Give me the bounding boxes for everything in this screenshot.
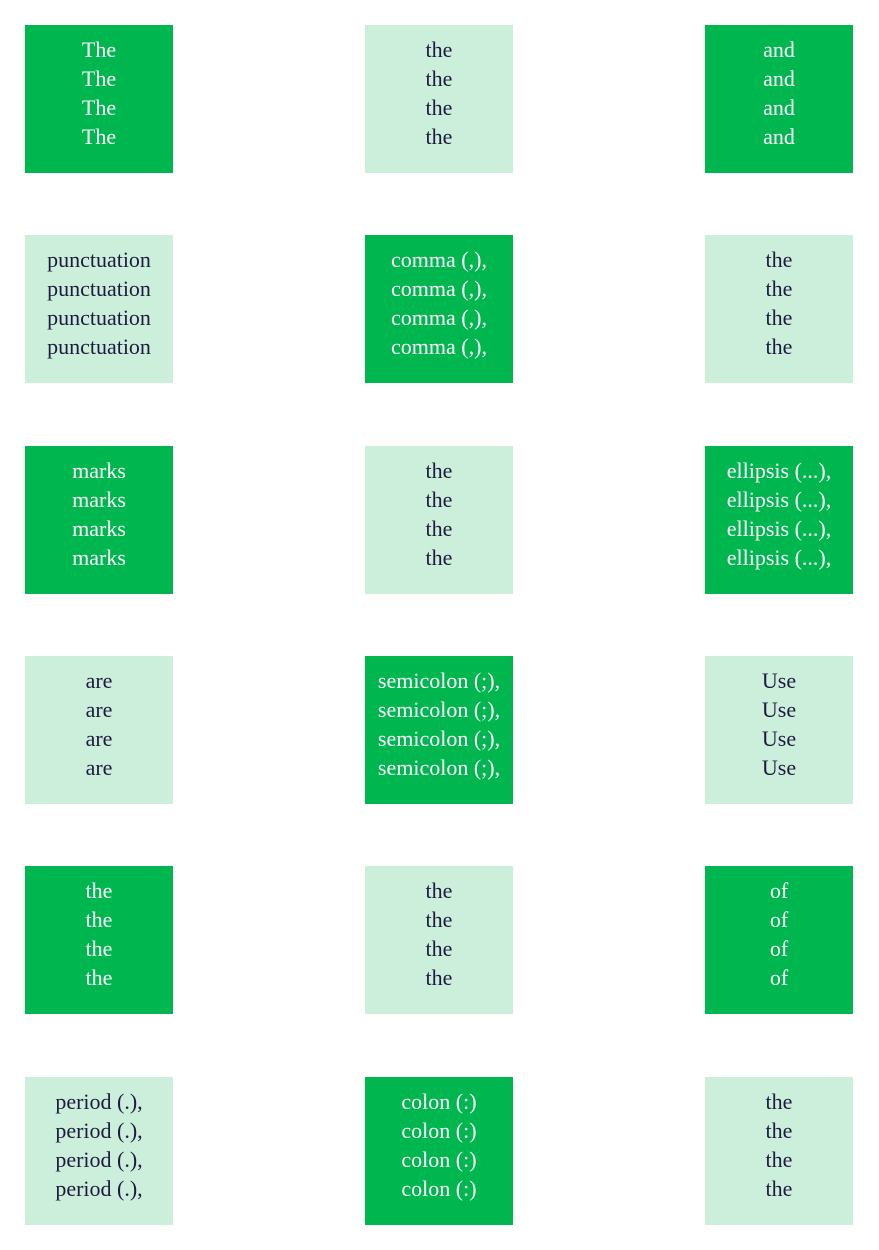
word-tile: the the the the — [705, 235, 853, 383]
tile-word: the — [85, 936, 113, 961]
tile-word: are — [85, 697, 113, 722]
tile-word: marks — [72, 458, 126, 483]
word-tile: Use Use Use Use — [705, 656, 853, 804]
tile-word: the — [425, 878, 453, 903]
tile-word: colon (:) — [401, 1176, 477, 1201]
tile-word: the — [85, 965, 113, 990]
tile-word: the — [425, 545, 453, 570]
tile-word: the — [425, 936, 453, 961]
tile-word: the — [425, 37, 453, 62]
tile-word: ellipsis (...), — [726, 516, 832, 541]
tile-word: and — [763, 124, 795, 149]
tile-word: of — [769, 907, 789, 932]
word-tile: of of of of — [705, 866, 853, 1014]
tile-word: the — [765, 1089, 793, 1114]
tile-word: marks — [72, 487, 126, 512]
tile-word: the — [425, 965, 453, 990]
tile-word: ellipsis (...), — [726, 487, 832, 512]
tile-word: Use — [761, 755, 797, 780]
tile-word: comma (,), — [391, 276, 487, 301]
tile-word: ellipsis (...), — [726, 458, 832, 483]
word-tile: the the the the — [365, 866, 513, 1014]
tile-word: are — [85, 668, 113, 693]
tile-word: colon (:) — [401, 1089, 477, 1114]
tile-word: semicolon (;), — [377, 668, 501, 693]
tile-word: The — [81, 124, 117, 149]
tile-word: punctuation — [47, 334, 151, 359]
tile-word: the — [425, 124, 453, 149]
word-tile: comma (,), comma (,), comma (,), comma (… — [365, 235, 513, 383]
tile-word: semicolon (;), — [377, 697, 501, 722]
tile-word: period (.), — [55, 1176, 143, 1201]
word-tile: semicolon (;), semicolon (;), semicolon … — [365, 656, 513, 804]
tile-word: the — [425, 458, 453, 483]
tile-word: the — [425, 66, 453, 91]
tile-word: of — [769, 878, 789, 903]
tile-word: The — [81, 66, 117, 91]
tile-word: semicolon (;), — [377, 755, 501, 780]
tile-word: the — [765, 247, 793, 272]
tile-word: are — [85, 755, 113, 780]
tile-word: the — [765, 334, 793, 359]
tile-word: the — [765, 276, 793, 301]
word-tile: colon (:) colon (:) colon (:) colon (:) — [365, 1077, 513, 1225]
tile-word: of — [769, 965, 789, 990]
tile-word: punctuation — [47, 247, 151, 272]
tile-word: the — [425, 95, 453, 120]
tile-word: marks — [72, 516, 126, 541]
tile-word: the — [765, 1147, 793, 1172]
word-tile: the the the the — [25, 866, 173, 1014]
tile-word: of — [769, 936, 789, 961]
tile-word: punctuation — [47, 276, 151, 301]
word-tile: the the the the — [705, 1077, 853, 1225]
word-tile: the the the the — [365, 25, 513, 173]
word-tile: marks marks marks marks — [25, 446, 173, 594]
tile-word: period (.), — [55, 1147, 143, 1172]
word-tile: The The The The — [25, 25, 173, 173]
tile-word: colon (:) — [401, 1147, 477, 1172]
tile-word: comma (,), — [391, 305, 487, 330]
tile-word: comma (,), — [391, 247, 487, 272]
tile-word: The — [81, 95, 117, 120]
tile-word: comma (,), — [391, 334, 487, 359]
tile-word: the — [765, 305, 793, 330]
tile-word: Use — [761, 668, 797, 693]
tile-word: Use — [761, 697, 797, 722]
tile-word: the — [425, 907, 453, 932]
tile-word: the — [425, 516, 453, 541]
tile-word: Use — [761, 726, 797, 751]
word-tile: the the the the — [365, 446, 513, 594]
word-tile: punctuation punctuation punctuation punc… — [25, 235, 173, 383]
tile-word: the — [765, 1118, 793, 1143]
tile-word: semicolon (;), — [377, 726, 501, 751]
tile-word: the — [425, 487, 453, 512]
tile-word: marks — [72, 545, 126, 570]
tile-word: and — [763, 37, 795, 62]
tile-word: and — [763, 66, 795, 91]
word-tile: and and and and — [705, 25, 853, 173]
tile-word: punctuation — [47, 305, 151, 330]
tile-word: the — [85, 878, 113, 903]
word-tile: are are are are — [25, 656, 173, 804]
tile-word: and — [763, 95, 795, 120]
tile-word: The — [81, 37, 117, 62]
word-tile: period (.), period (.), period (.), peri… — [25, 1077, 173, 1225]
tile-word: are — [85, 726, 113, 751]
tile-word: the — [765, 1176, 793, 1201]
tile-word: the — [85, 907, 113, 932]
word-tile: ellipsis (...), ellipsis (...), ellipsis… — [705, 446, 853, 594]
tile-word: colon (:) — [401, 1118, 477, 1143]
tile-word: period (.), — [55, 1118, 143, 1143]
tile-word: period (.), — [55, 1089, 143, 1114]
tile-word: ellipsis (...), — [726, 545, 832, 570]
